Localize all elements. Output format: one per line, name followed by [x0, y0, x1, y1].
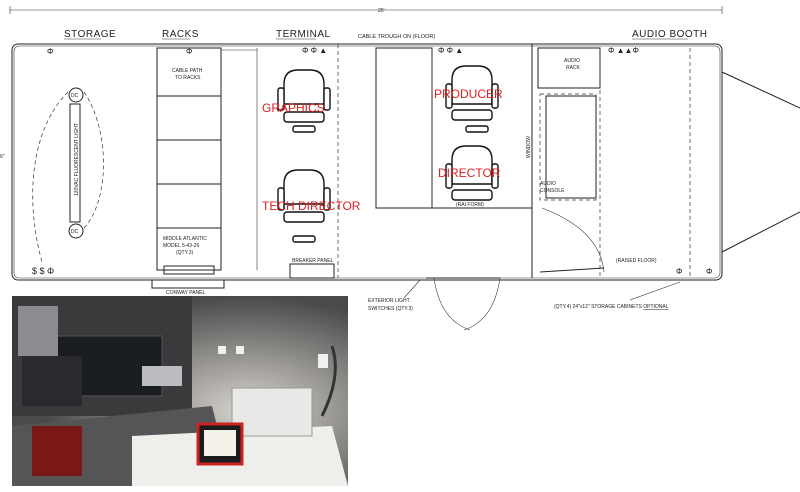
- middle-atlantic-line1: MIDDLE ATLANTIC: [163, 236, 207, 242]
- cable-path-line1: CABLE PATH: [172, 68, 203, 74]
- audio-console-line1: AUDIO: [540, 181, 556, 187]
- dc-bottom-label: DC: [71, 229, 79, 235]
- breaker-panel-label: BREAKER PANEL: [292, 258, 334, 264]
- racks-area: CABLE PATH TO RACKS MIDDLE ATLANTIC MODE…: [156, 47, 258, 275]
- section-racks: RACKS: [162, 29, 199, 40]
- audio-rack-line1: AUDIO: [564, 58, 580, 64]
- outlet-symbols-audio: Φ ▲▲Φ: [608, 46, 639, 55]
- chair-tech-director: [277, 169, 331, 243]
- production-desk-area: Φ Φ ▲ (RAI FORM) WINDOW: [375, 44, 533, 278]
- outlet-symbol-floor-left: Φ: [676, 267, 682, 276]
- trailer-outline: [11, 43, 800, 281]
- section-audio-booth: AUDIO BOOTH: [632, 29, 708, 40]
- raised-floor-label: (RAISED FLOOR): [616, 258, 657, 264]
- section-terminal: TERMINAL: [276, 29, 331, 40]
- exterior-switches-line2: SWITCHES (QTY.3): [368, 306, 413, 312]
- outlet-symbol-floor-right: Φ: [706, 267, 712, 276]
- exterior-door: [426, 277, 501, 331]
- audio-rack-line2: RACK: [566, 65, 581, 71]
- audio-console-line2: CONSOLE: [540, 188, 565, 194]
- overall-length-dimension: 25': [378, 8, 385, 14]
- dc-top-label: DC: [71, 93, 79, 99]
- middle-atlantic-line3: (QTY.3): [176, 250, 193, 256]
- exterior-switches-line1: EXTERIOR LIGHT: [368, 298, 410, 304]
- cable-trough-note: CABLE TROUGH ON (FLOOR): [358, 34, 435, 40]
- side-dimension: 6": [0, 154, 5, 160]
- position-director: DIRECTOR: [438, 166, 501, 180]
- fluorescent-light-label: 120VAC FLUORESCENT LIGHT: [74, 123, 80, 196]
- audio-booth-area: AUDIO RACK AUDIO CONSOLE Φ ▲▲Φ (RAISED F…: [537, 46, 712, 276]
- storage-cabinets-note: (QTY.4) 24"x12" STORAGE CABINETS OPTIONA…: [554, 304, 669, 310]
- outlet-symbols-terminal: Φ Φ ▲: [302, 46, 327, 55]
- outlet-symbol-storage: Φ: [47, 47, 53, 56]
- cable-path-line2: TO RACKS: [175, 75, 201, 81]
- outlet-symbols-producer: Φ Φ ▲: [438, 46, 463, 55]
- storage-area: 120VAC FLUORESCENT LIGHT DC DC $ $ Φ Φ: [32, 47, 104, 276]
- chair-producer: [445, 65, 499, 133]
- section-storage: STORAGE: [64, 29, 116, 40]
- outlet-symbols: $ $ Φ: [32, 266, 54, 276]
- control-room-photo: [12, 296, 348, 486]
- position-producer: PRODUCER: [434, 87, 503, 101]
- terminal-area: Φ Φ ▲ BREAKER PANEL: [289, 44, 339, 279]
- position-graphics: GRAPHICS: [262, 101, 325, 115]
- outlet-symbol-racks: Φ: [186, 47, 192, 56]
- position-tech-director: TECH DIRECTOR: [262, 199, 361, 213]
- conway-panel-label: CONWAY PANEL: [166, 290, 205, 296]
- chair-director: [445, 145, 499, 201]
- raised-platform-label: (RAI FORM): [456, 202, 484, 208]
- middle-atlantic-line2: MODEL 5-43-26: [163, 243, 199, 249]
- window-label: WINDOW: [526, 136, 532, 158]
- chair-graphics: [277, 69, 331, 133]
